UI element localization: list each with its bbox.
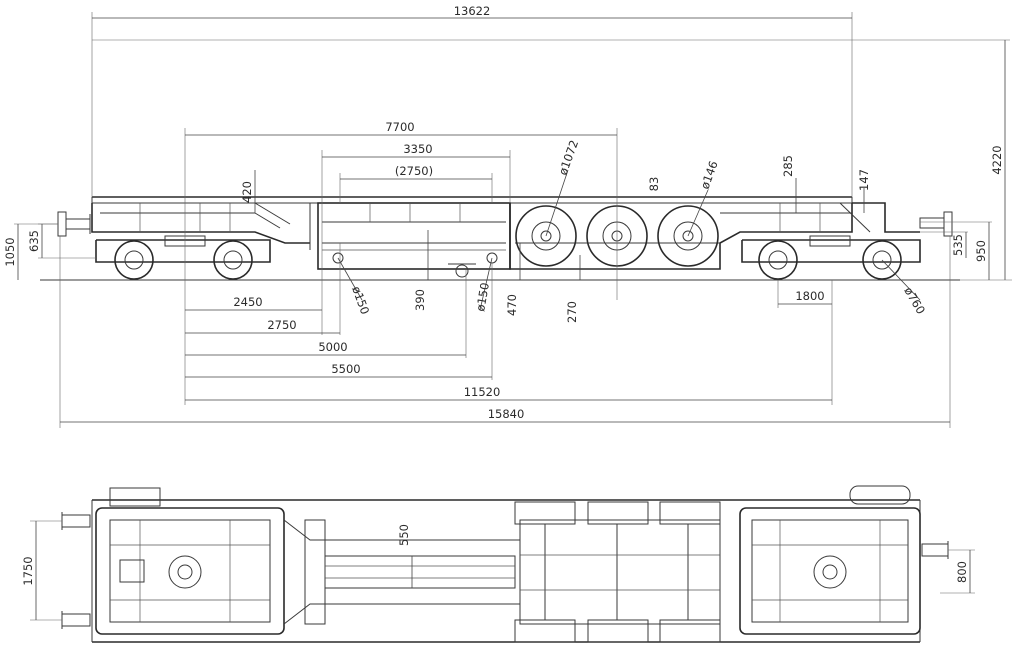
dim-2450: 2450 bbox=[233, 295, 262, 309]
dim-well-length: 3350 bbox=[403, 142, 432, 156]
dim-loading-length: 7700 bbox=[385, 120, 414, 134]
dim-147: 147 bbox=[857, 169, 871, 191]
right-bogie bbox=[741, 235, 921, 280]
road-wheel-1 bbox=[515, 205, 577, 267]
top-wheel-frame bbox=[514, 501, 721, 643]
platform-deck bbox=[91, 196, 853, 204]
dim-well-width: 550 bbox=[397, 524, 411, 546]
side-dimensions: 13622 7700 3350 (2750) 420 ø1072 83 ø146… bbox=[3, 4, 1012, 428]
right-frame bbox=[779, 202, 920, 233]
dim-bogie-base: 1800 bbox=[795, 289, 824, 303]
dim-platform-length: 13622 bbox=[454, 4, 491, 18]
dim-buffer-height: 635 bbox=[27, 230, 41, 252]
top-left-buffer-2 bbox=[61, 613, 91, 627]
side-view bbox=[40, 196, 960, 281]
dim-deck-height-rear: 950 bbox=[974, 240, 988, 262]
dim-coupler-height: 1050 bbox=[3, 237, 17, 266]
right-bogie-wheel-2 bbox=[862, 240, 902, 280]
well-section bbox=[317, 202, 511, 278]
top-right-buffer bbox=[921, 543, 949, 557]
dim-buffer-width: 800 bbox=[955, 561, 969, 583]
dim-overall-length: 15840 bbox=[488, 407, 525, 421]
left-bogie-wheel-1 bbox=[114, 240, 154, 280]
wheel-frame bbox=[509, 203, 853, 270]
dim-frame-height: 535 bbox=[951, 234, 965, 256]
dim-pin-diameter-1: ø150 bbox=[349, 284, 372, 316]
dim-axle-diameter: ø146 bbox=[698, 159, 721, 191]
top-right-bogie bbox=[739, 485, 921, 635]
dim-pin-diameter-2: ø150 bbox=[473, 282, 492, 313]
road-wheel-3 bbox=[657, 205, 719, 267]
dim-overall-height: 4220 bbox=[990, 145, 1004, 174]
right-coupler bbox=[919, 211, 953, 237]
dim-285: 285 bbox=[781, 155, 795, 177]
top-view bbox=[61, 485, 949, 643]
top-dimensions: 1750 550 800 bbox=[21, 520, 975, 621]
left-bogie-wheel-2 bbox=[213, 240, 253, 280]
dim-bogie-distance: 11520 bbox=[464, 385, 501, 399]
dim-2750: 2750 bbox=[267, 318, 296, 332]
dim-470: 470 bbox=[505, 294, 519, 316]
dim-bogie-wheel-diameter: ø760 bbox=[901, 285, 928, 317]
dim-390: 390 bbox=[413, 289, 427, 311]
left-coupler bbox=[57, 211, 91, 237]
top-left-bogie bbox=[95, 487, 285, 635]
dim-270: 270 bbox=[565, 301, 579, 323]
dim-83: 83 bbox=[647, 177, 661, 192]
dim-wheel-diameter: ø1072 bbox=[556, 138, 582, 177]
left-bogie bbox=[95, 235, 271, 280]
right-bogie-wheel-1 bbox=[758, 240, 798, 280]
left-frame bbox=[91, 202, 311, 250]
dim-420: 420 bbox=[240, 181, 254, 203]
top-left-buffer-1 bbox=[61, 514, 91, 528]
top-well-beam bbox=[324, 555, 516, 589]
dim-5000: 5000 bbox=[318, 340, 347, 354]
dim-5500: 5500 bbox=[331, 362, 360, 376]
dim-track-width: 1750 bbox=[21, 556, 35, 585]
dim-well-length-ref: (2750) bbox=[395, 164, 433, 178]
